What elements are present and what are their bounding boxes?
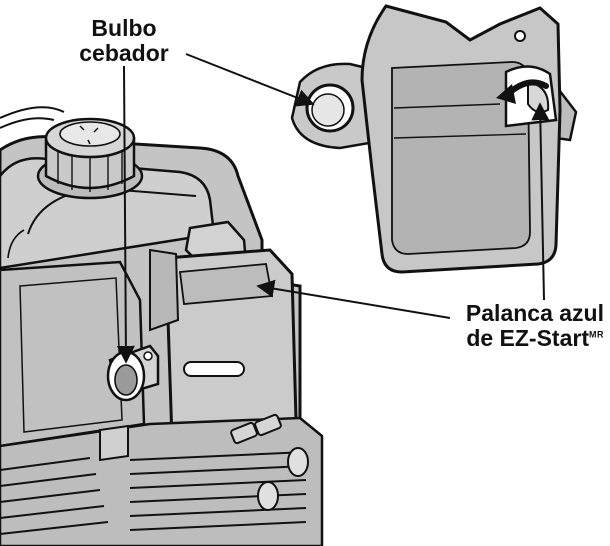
primer-bulb-label-line2: cebador	[79, 39, 169, 66]
primer-bulb-label-line1: Bulbo	[91, 15, 157, 41]
pointer-arrow-icon	[116, 53, 550, 364]
primer-bulb-icon	[305, 83, 355, 133]
ez-start-lever-label-line2: de EZ-StartMR	[408, 324, 604, 351]
engine-housing	[0, 106, 324, 546]
cooling-fins	[0, 451, 307, 535]
ez-start-lever-label: Palanca azul de EZ-StartMR	[408, 301, 604, 351]
trademark-mark: MR	[589, 329, 604, 340]
inset-cover	[290, 4, 578, 274]
fuel-cap	[36, 117, 144, 200]
primer-bulb-label: Bulbo cebador	[64, 16, 184, 66]
ez-start-lever-label-line2-text: de EZ-Start	[466, 324, 589, 351]
ez-start-lever-label-line1: Palanca azul	[465, 300, 604, 326]
ez-start-lever-icon	[496, 65, 558, 128]
